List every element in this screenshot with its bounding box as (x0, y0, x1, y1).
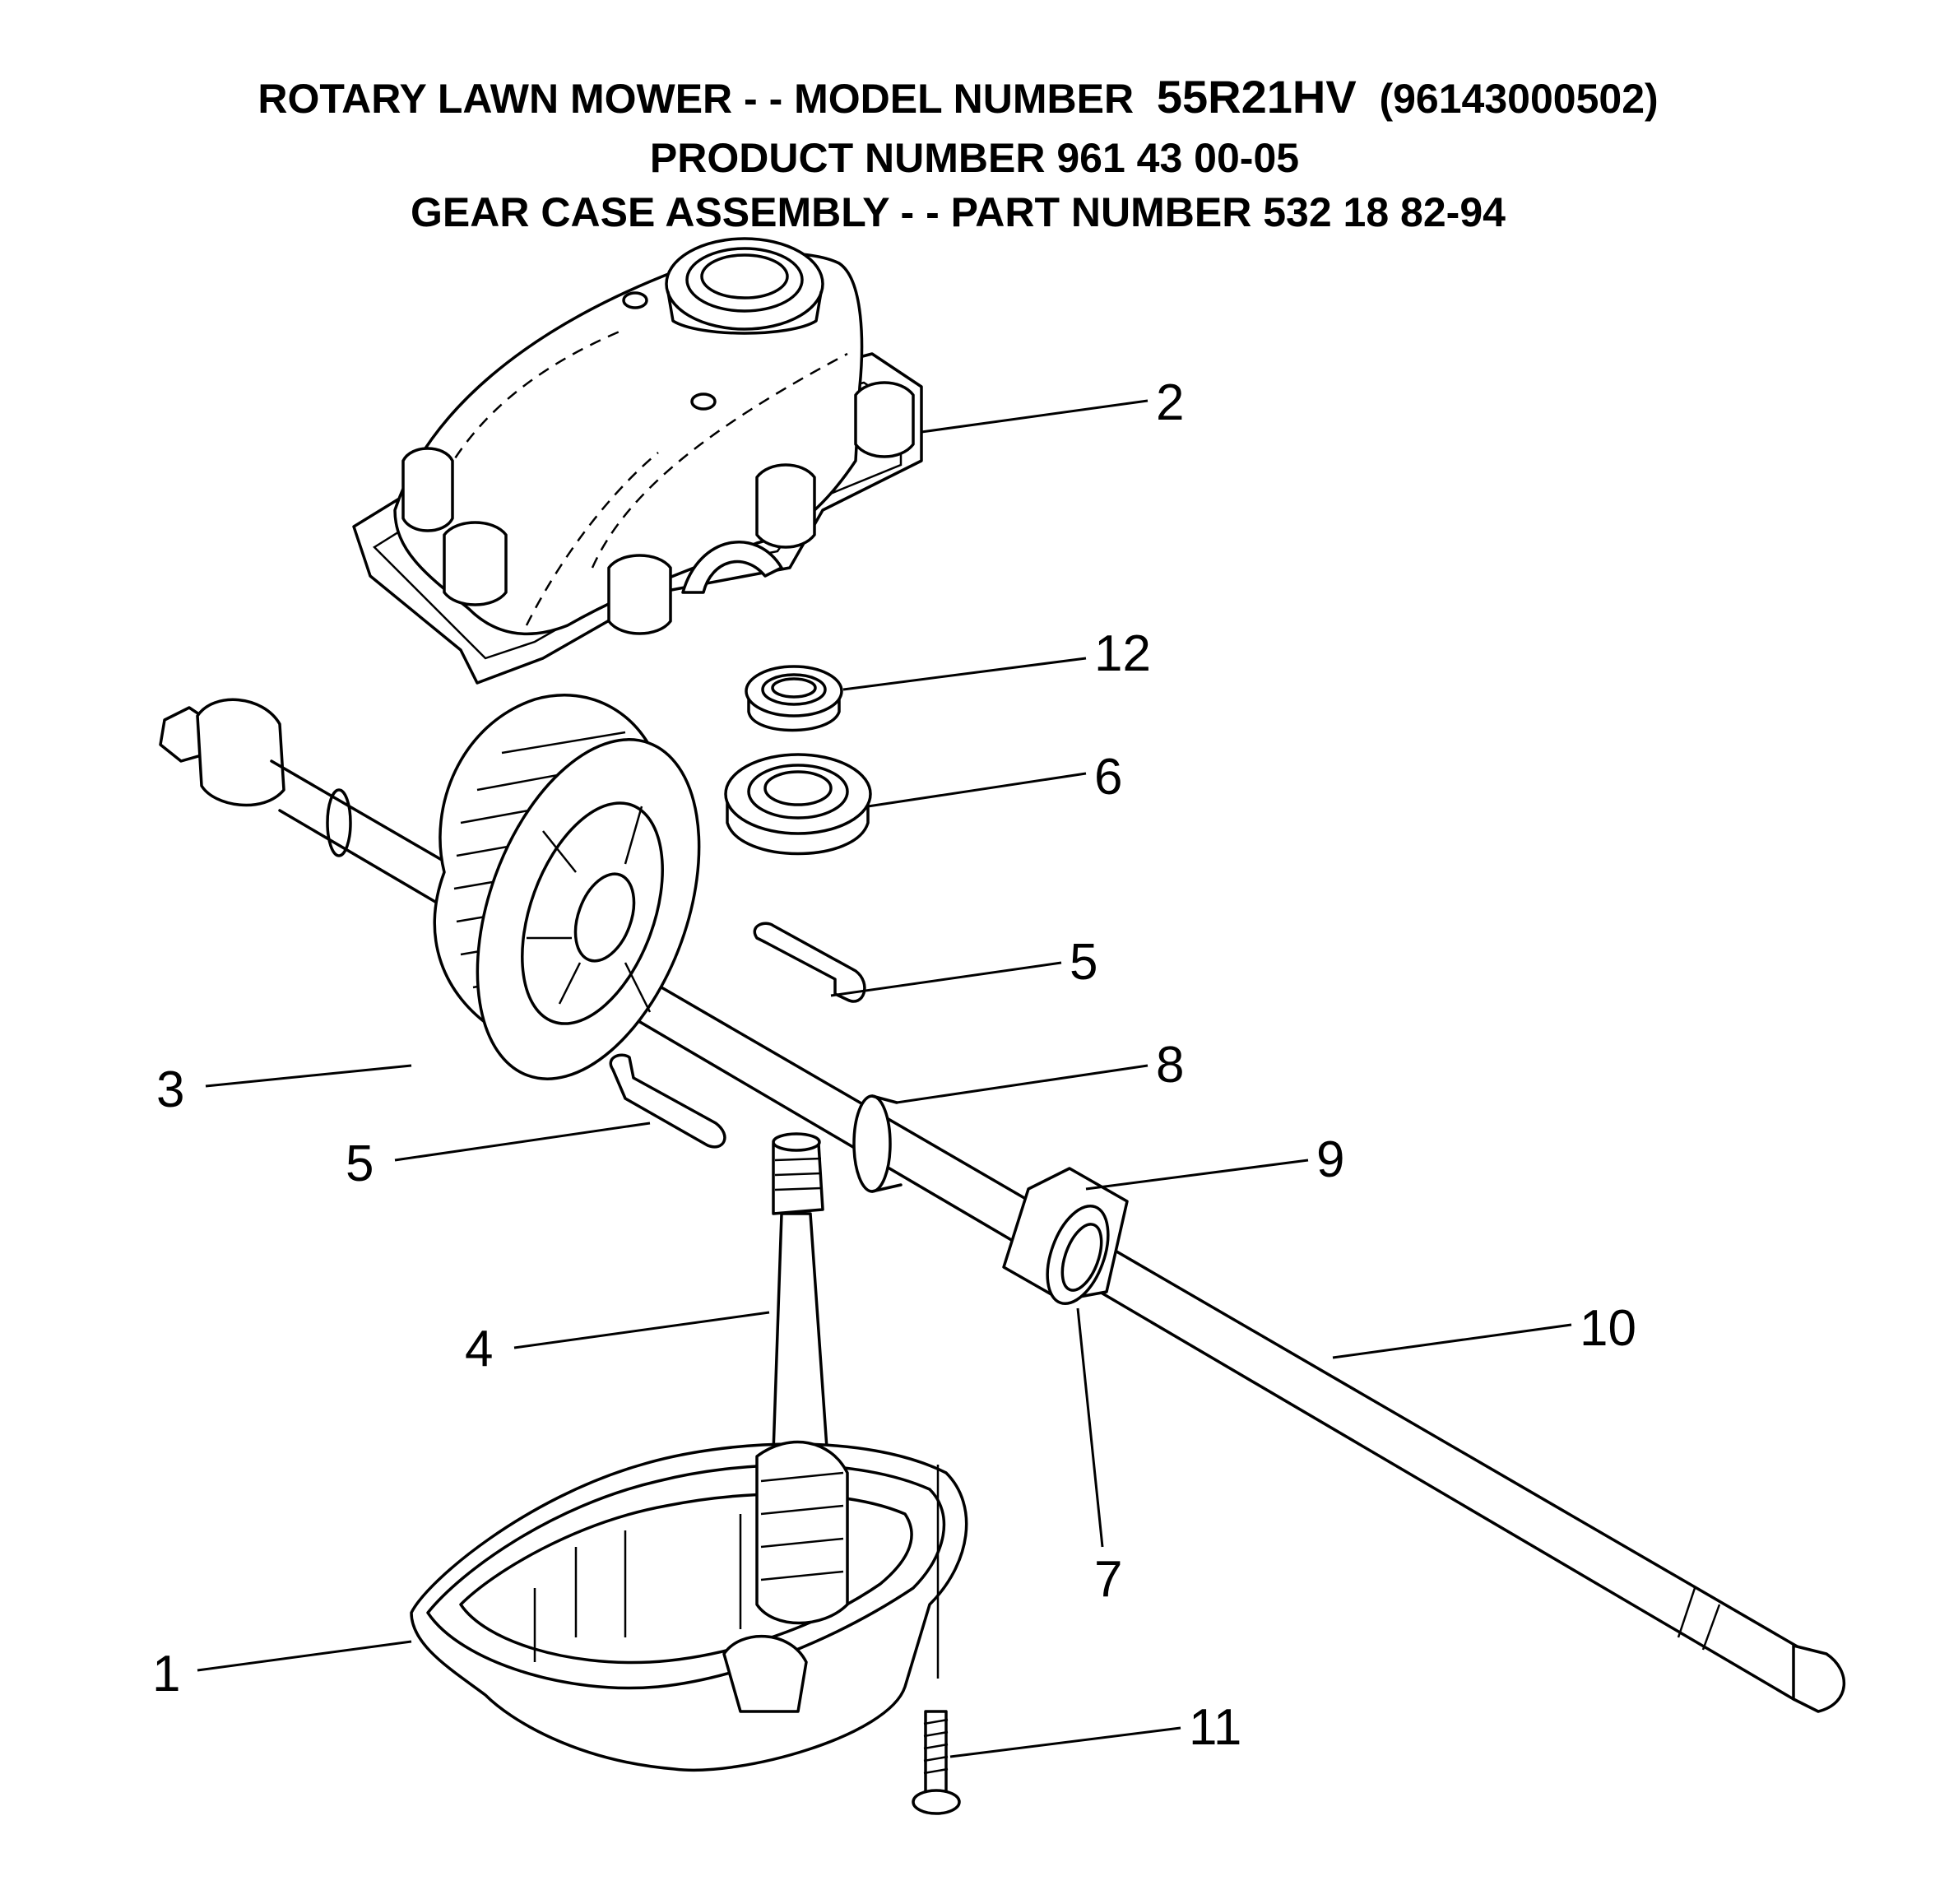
part-3-bevel-gear (433, 694, 701, 1080)
part-12-small-bearing (745, 665, 843, 732)
part-4-worm-shaft (772, 1132, 828, 1454)
title-suffix: (96143000502) (1356, 76, 1659, 122)
part-10-drive-axle (159, 698, 1846, 1713)
callout-6: 6 (1094, 749, 1122, 806)
callout-numbers: 2 12 6 5 3 8 5 9 4 10 7 1 11 (152, 374, 1636, 1756)
leader-lines (197, 399, 1572, 1758)
part-5-key-upper (753, 922, 866, 1003)
diagram-title-line-3: GEAR CASE ASSEMBLY - - PART NUMBER 532 1… (411, 189, 1506, 235)
part-2-upper-gear-case (352, 237, 923, 685)
callout-4: 4 (465, 1321, 493, 1377)
callout-5-lower: 5 (346, 1135, 374, 1192)
callout-12: 12 (1094, 625, 1151, 682)
part-9-sleeve-bushing (1002, 1167, 1129, 1306)
callout-1: 1 (152, 1646, 180, 1702)
callout-9: 9 (1316, 1131, 1344, 1188)
part-11-screw (912, 1465, 961, 1815)
callout-5-upper: 5 (1070, 934, 1097, 991)
title-prefix: ROTARY LAWN MOWER - - MODEL NUMBER (258, 76, 1157, 122)
callout-3: 3 (156, 1061, 184, 1118)
callout-10: 10 (1580, 1300, 1636, 1357)
callout-8: 8 (1156, 1037, 1184, 1094)
part-8-washer (852, 1094, 903, 1193)
part-5-key-lower (609, 1053, 726, 1149)
part-1-lower-gear-case (410, 1440, 968, 1772)
diagram-title-line-2: PRODUCT NUMBER 961 43 00-05 (649, 135, 1300, 181)
callout-2: 2 (1156, 374, 1184, 431)
model-number: 55R21HV (1156, 71, 1357, 123)
diagram-title-line-1: ROTARY LAWN MOWER - - MODEL NUMBER 55R21… (0, 72, 1933, 123)
part-6-large-bearing (724, 753, 872, 856)
callout-11: 11 (1189, 1699, 1241, 1756)
callout-7: 7 (1094, 1551, 1122, 1608)
